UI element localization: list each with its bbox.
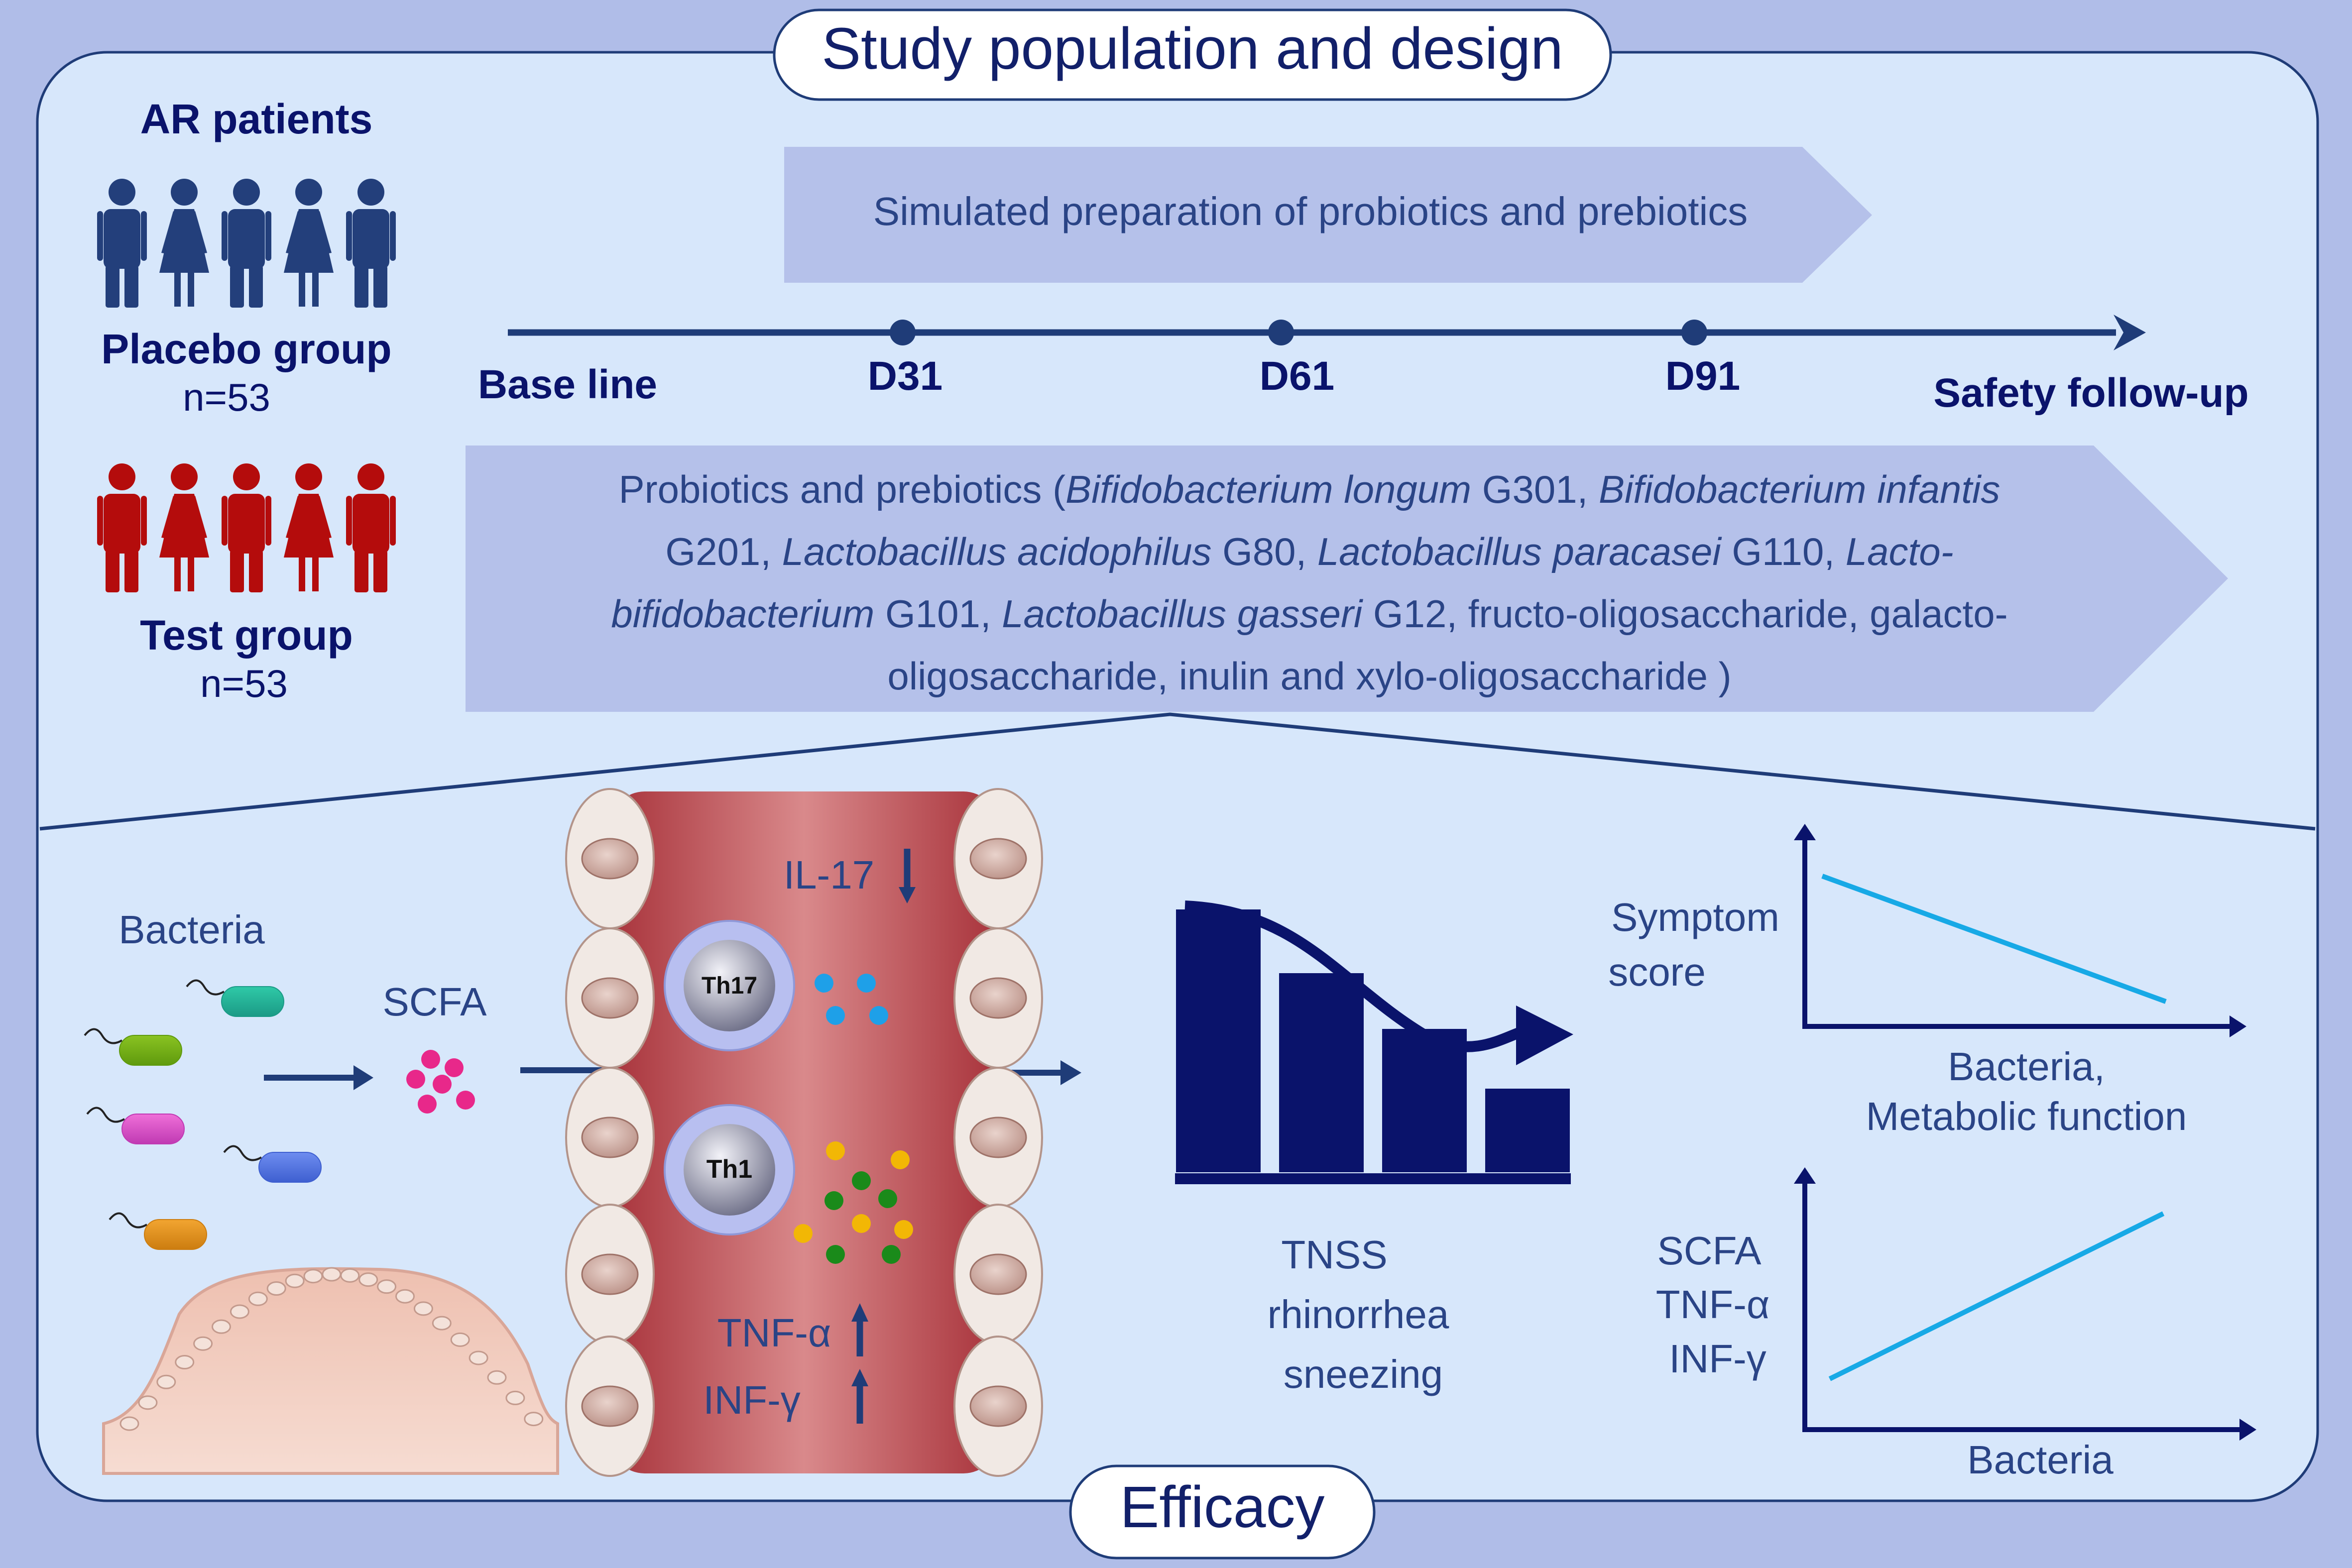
tnf-alpha-label: TNF-α [717, 1311, 831, 1355]
intestinal-tissue: IL-17 Th17 Th1 [565, 788, 1043, 1477]
bacteria-label: Bacteria [118, 907, 265, 952]
test-banner-line-4: oligosaccharide, inulin and xylo-oligosa… [887, 654, 1731, 698]
th17-cell: Th17 [664, 920, 795, 1051]
epithelial-cell [565, 788, 655, 929]
mini-chart-bottom-trend-line [1828, 1211, 2165, 1381]
epithelial-cell [953, 927, 1043, 1069]
epithelial-cell [565, 1336, 655, 1477]
test-person-icon [346, 463, 396, 592]
outcome-bar [1176, 909, 1261, 1172]
th1-cytokine-dots [794, 1141, 913, 1264]
th17-cytokine-dots [815, 974, 888, 1025]
efficacy-pill: Efficacy [1069, 1464, 1376, 1560]
scfa-label: SCFA [383, 980, 487, 1024]
title-pill: Study population and design [773, 8, 1612, 101]
epithelial-cell [565, 927, 655, 1069]
inf-gamma-label: INF-γ [703, 1378, 801, 1422]
test-person-icon [284, 463, 334, 591]
il17-down-arrow [899, 849, 916, 903]
epithelial-cell [953, 1067, 1043, 1208]
test-banner-line-3: bifidobacterium G101, Lactobacillus gass… [611, 592, 2007, 636]
ar-patients-heading: AR patients [140, 96, 373, 142]
epithelial-cell [953, 1336, 1043, 1477]
timeline: Base line D31 D61 D91 Safety follow-up [478, 315, 2249, 416]
test-person-icon [222, 463, 271, 592]
tnf-alpha-up-arrow [851, 1303, 868, 1356]
decline-curve-arrow [1184, 900, 1521, 1052]
timeline-point-d31 [890, 320, 916, 345]
mini-chart-top-trend-line [1821, 874, 2167, 1004]
symptom-bar-chart [1175, 900, 1573, 1184]
mini-chart-bottom-ylabel-3: INF-γ [1669, 1337, 1766, 1381]
placebo-group-count: n=53 [183, 375, 270, 419]
test-person-icon [159, 463, 209, 591]
outcome-rhinorrhea: rhinorrhea [1268, 1292, 1449, 1337]
timeline-label-d61: D61 [1260, 353, 1334, 399]
mini-chart-bottom-xlabel: Bacteria [1967, 1438, 2114, 1482]
bacterium-icon [186, 979, 284, 1017]
page-title: Study population and design [822, 16, 1563, 82]
mini-chart-top-ylabel-2: score [1608, 950, 1706, 994]
placebo-banner: Simulated preparation of probiotics and … [784, 147, 1872, 283]
bacterium-icon [109, 1212, 207, 1250]
mini-chart-scfa-cytokines: SCFA TNF-α INF-γ Bacteria [1656, 1167, 2256, 1482]
epithelial-cell [953, 788, 1043, 929]
mini-chart-symptom-score: Symptom score Bacteria, Metabolic functi… [1608, 824, 2246, 1138]
placebo-person-icon [159, 179, 209, 307]
th17-label: Th17 [702, 973, 757, 999]
placebo-group-figures [97, 179, 396, 308]
timeline-label-d91: D91 [1665, 353, 1740, 399]
timeline-arrowhead [2114, 315, 2146, 350]
th1-cell: Th1 [664, 1104, 795, 1235]
outcome-bar [1485, 1089, 1570, 1172]
placebo-person-icon [222, 179, 271, 308]
placebo-person-icon [346, 179, 396, 308]
placebo-group-label: Placebo group [101, 326, 391, 372]
outcome-bar [1382, 1029, 1467, 1172]
timeline-label-d31: D31 [868, 353, 942, 399]
test-group-label: Test group [140, 612, 353, 659]
bacterium-icon [223, 1145, 322, 1183]
mini-chart-bottom-ylabel-2: TNF-α [1656, 1282, 1769, 1327]
mini-chart-bottom-ylabel-1: SCFA [1657, 1229, 1762, 1273]
bacterium-icon [86, 1107, 185, 1144]
outcome-bar [1279, 973, 1364, 1172]
test-banner: Probiotics and prebiotics (Bifidobacteri… [466, 446, 2228, 712]
timeline-end-label: Safety follow-up [1933, 370, 2248, 416]
decline-arrowhead [1516, 1006, 1573, 1065]
mini-chart-top-xlabel-2: Metabolic function [1866, 1094, 2187, 1138]
timeline-point-d61 [1268, 320, 1294, 345]
mini-chart-top-ylabel-1: Symptom [1611, 895, 1779, 939]
timeline-start-label: Base line [478, 362, 657, 407]
outcome-sneezing: sneezing [1284, 1352, 1443, 1396]
test-banner-line-2: G201, Lactobacillus acidophilus G80, Lac… [665, 530, 1953, 573]
test-person-icon [97, 463, 147, 592]
epithelial-cell [953, 1204, 1043, 1345]
bacteria-cluster [84, 979, 322, 1250]
gut-villus-illustration [102, 1267, 559, 1475]
il17-label: IL-17 [784, 853, 874, 897]
inf-gamma-up-arrow [851, 1369, 868, 1424]
test-group-count: n=53 [200, 662, 288, 705]
test-banner-line-1: Probiotics and prebiotics (Bifidobacteri… [619, 467, 2000, 511]
mini-chart-top-xlabel-1: Bacteria, [1948, 1044, 2105, 1089]
test-group-figures [97, 463, 396, 592]
placebo-person-icon [97, 179, 147, 308]
zoom-connector-lines [39, 712, 2316, 831]
timeline-point-d91 [1681, 320, 1707, 345]
outcome-tnss: TNSS [1281, 1232, 1387, 1277]
epithelial-cell [565, 1204, 655, 1345]
bacterium-icon [84, 1028, 182, 1066]
scfa-particles [406, 1050, 475, 1114]
th1-label: Th1 [706, 1155, 752, 1184]
placebo-person-icon [284, 179, 334, 307]
placebo-banner-text: Simulated preparation of probiotics and … [873, 189, 1748, 233]
epithelial-cell [565, 1067, 655, 1208]
efficacy-label: Efficacy [1120, 1474, 1325, 1540]
